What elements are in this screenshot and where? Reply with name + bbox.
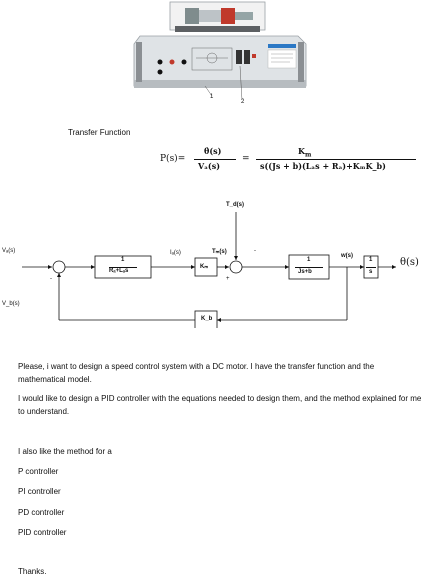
equation-equals: = (242, 154, 250, 164)
minus-sign-1: - (50, 276, 52, 282)
block3-numerator: 1 (307, 257, 311, 263)
vb-label: V_b(s) (2, 301, 20, 307)
va-label: Vₐ(s) (2, 248, 16, 254)
method-pd: PD controller (18, 508, 65, 517)
fraction1-numerator: θ̇(s) (204, 146, 222, 156)
fraction2-numerator: Km (298, 146, 312, 159)
section-heading: Transfer Function (68, 128, 131, 137)
closing-text: Thanks. (18, 567, 47, 576)
block3-denominator: Js+b (298, 269, 312, 275)
fraction2-bar (256, 159, 416, 160)
minus-sign-2: - (254, 248, 256, 254)
block-kb: K_b (201, 316, 213, 322)
ia-label: Iₐ(s) (170, 250, 181, 256)
request-paragraph-2: I would like to design a PID controller … (18, 394, 422, 416)
callout-1: 1 (210, 94, 214, 100)
theta-label: θ(s) (400, 257, 419, 268)
request-paragraph-1: Please, i want to design a speed control… (18, 362, 375, 384)
fraction1-bar (194, 159, 236, 160)
method-p: P controller (18, 467, 59, 476)
fraction1-denominator: Vₐ(s) (198, 161, 221, 171)
fraction2-denominator: s((Js + b)(Lₐs + Rₐ)+KₘK_b) (260, 161, 386, 171)
block1-denominator: Rₐ+Lₐs (109, 268, 129, 274)
w-label: w(s) (341, 253, 353, 259)
block4-numerator: 1 (369, 257, 373, 263)
tm-label: Tₘ(s) (212, 249, 227, 255)
td-label: T_d(s) (226, 202, 244, 208)
block-km: Kₘ (200, 264, 209, 270)
method-pid: PID controller (18, 528, 67, 537)
transfer-function-equation: P(s)= θ̇(s) Vₐ(s) = Km s((Js + b)(Lₐs + … (160, 146, 420, 176)
method-pi: PI controller (18, 487, 61, 496)
block3-bar (295, 267, 323, 268)
block4-bar (366, 267, 376, 268)
block4-denominator: s (369, 269, 373, 275)
block-diagram-lines (22, 212, 396, 328)
block-diagram: Vₐ(s) V_b(s) - Iₐ(s) T_d(s) Tₘ(s) - + w(… (2, 198, 427, 328)
equation-lhs: P(s)= (160, 154, 186, 164)
equipment-illustration (133, 1, 307, 101)
equipment-photo: 1 2 (130, 0, 310, 110)
callout-2: 2 (241, 99, 245, 105)
plus-sign: + (226, 276, 230, 282)
methods-intro: I also like the method for a (18, 447, 112, 456)
block1-numerator: 1 (121, 257, 125, 263)
block1-bar (109, 267, 137, 268)
